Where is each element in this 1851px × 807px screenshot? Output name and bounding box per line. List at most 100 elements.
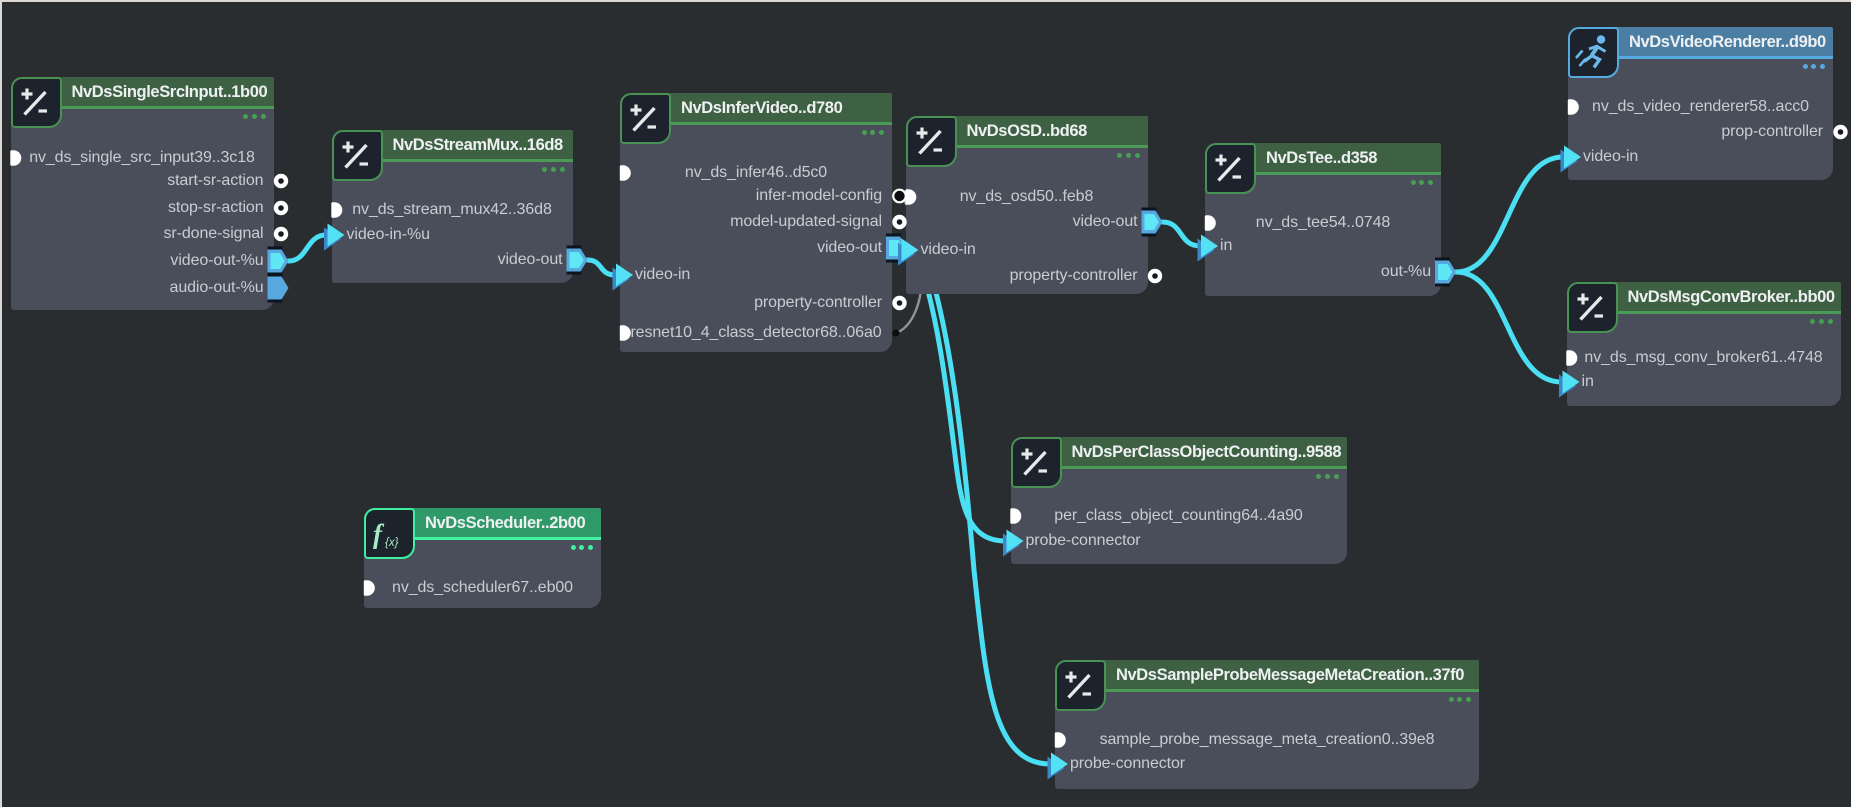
node-menu-dots[interactable]: [542, 167, 565, 172]
port-row-probe-connector: probe-connector: [1011, 528, 1347, 554]
node-nvds-single-src-input[interactable]: NvDsSingleSrcInput..1b00 nv_ds_single_sr…: [10, 77, 274, 310]
node-nvds-tee[interactable]: NvDsTee..d358 nv_ds_tee54..0748 in out-%…: [1205, 143, 1441, 296]
port-label: video-in-%u: [346, 226, 430, 243]
node-menu-dots[interactable]: [1810, 319, 1833, 324]
node-title: NvDsOSD..bd68: [966, 122, 1088, 140]
port-row-nv_ds_tee54..0748: nv_ds_tee54..0748: [1205, 210, 1441, 236]
svg-text:f: f: [373, 519, 385, 549]
port-row-infer-model-config: infer-model-config: [620, 183, 892, 209]
port-label: out-%u: [1380, 263, 1431, 280]
wire-single-src-video-out-to-stream-mux[interactable]: [286, 232, 329, 264]
signal-port-model-updated-signal[interactable]: [892, 214, 907, 230]
port-label: property-controller: [1009, 267, 1138, 284]
port-row-nv_ds_infer46..d5c0: nv_ds_infer46..d5c0: [620, 160, 892, 186]
port-row-video-out-%u: video-out-%u: [11, 248, 274, 274]
node-icon: [1566, 282, 1618, 333]
port-row-sr-done-signal: sr-done-signal: [11, 221, 274, 247]
node-menu-dots[interactable]: [1410, 180, 1433, 185]
port-row-video-in: video-in: [620, 262, 892, 288]
port-label: in: [1220, 237, 1233, 254]
signal-port-stop-sr-action[interactable]: [273, 200, 289, 216]
node-title: NvDsVideoRenderer..d9b0: [1629, 33, 1826, 51]
node-icon: f {x}: [364, 508, 415, 559]
plus-minus-icon: [630, 104, 656, 132]
node-menu-dots[interactable]: [1448, 697, 1471, 702]
port-row-video-out: video-out: [332, 247, 573, 273]
signal-port-prop-controller[interactable]: [1833, 124, 1848, 140]
wire-infer-video-out-to-osd-video-in[interactable]: [893, 245, 908, 253]
node-title: NvDsPerClassObjectCounting..9588: [1071, 443, 1342, 461]
plus-minus-icon: [1065, 671, 1091, 699]
plus-minus-icon: [1577, 293, 1603, 321]
signal-port-infer-model-config[interactable]: [892, 188, 907, 204]
port-row-stop-sr-action: stop-sr-action: [11, 195, 274, 221]
node-menu-dots[interactable]: [1117, 153, 1140, 158]
node-nvds-sample-probe-message-meta-creation[interactable]: NvDsSampleProbeMessageMetaCreation..37f0…: [1055, 660, 1479, 789]
signal-port-property-controller[interactable]: [892, 295, 907, 311]
node-nvds-infer-video[interactable]: NvDsInferVideo..d780 nv_ds_infer46..d5c0…: [620, 92, 892, 352]
node-menu-dots[interactable]: [1802, 64, 1825, 69]
port-row-probe-connector: probe-connector: [1055, 751, 1479, 777]
node-title: NvDsSampleProbeMessageMetaCreation..37f0: [1116, 666, 1465, 684]
port-label: video-out: [497, 251, 563, 268]
port-row-resnet10_4_class_detector68..06a0: resnet10_4_class_detector68..06a0: [620, 320, 892, 346]
port-row-property-controller: property-controller: [906, 263, 1148, 289]
plus-minus-icon: [1215, 154, 1241, 182]
port-row-in: in: [1567, 369, 1841, 395]
port-row-nv_ds_osd50..feb8: nv_ds_osd50..feb8: [906, 184, 1148, 210]
port-row-video-in-%u: video-in-%u: [332, 222, 573, 248]
port-row-audio-out-%u: audio-out-%u: [11, 275, 274, 301]
wire-tee-out-to-msg-conv-broker-in[interactable]: [1453, 269, 1564, 385]
port-label: nv_ds_tee54..0748: [1255, 214, 1391, 231]
node-icon: [620, 92, 671, 144]
node-icon: [331, 130, 383, 181]
plus-minus-icon: [916, 127, 942, 155]
port-label: nv_ds_single_src_input39..3c18: [29, 149, 255, 166]
node-nvds-video-renderer[interactable]: NvDsVideoRenderer..d9b0 nv_ds_video_rend…: [1568, 27, 1833, 180]
node-icon: [1010, 437, 1062, 488]
port-row-sample_probe_message_meta_creation0..39e8: sample_probe_message_meta_creation0..39e…: [1055, 727, 1479, 753]
node-menu-dots[interactable]: [861, 129, 884, 135]
port-label: nv_ds_scheduler67..eb00: [392, 579, 573, 596]
node-header[interactable]: NvDsSampleProbeMessageMetaCreation..37f0: [1055, 660, 1479, 692]
port-row-nv_ds_single_src_input39..3c18: nv_ds_single_src_input39..3c18: [11, 145, 274, 171]
node-menu-dots[interactable]: [1316, 474, 1339, 479]
plus-minus-icon: [1021, 448, 1047, 476]
port-label: video-out: [817, 239, 882, 256]
node-title: NvDsTee..d358: [1266, 149, 1377, 167]
port-label: nv_ds_msg_conv_broker61..4748: [1584, 349, 1823, 366]
port-label: video-in: [1583, 148, 1639, 165]
port-label: model-updated-signal: [730, 213, 882, 230]
node-menu-dots[interactable]: [570, 545, 593, 550]
port-row-nv_ds_msg_conv_broker61..4748: nv_ds_msg_conv_broker61..4748: [1567, 345, 1841, 371]
property-port-resnet10_4_class_detector68..06a0[interactable]: [892, 329, 900, 337]
wire-stream-mux-video-out-to-infer-video-in[interactable]: [585, 257, 618, 278]
node-nvds-msg-conv-broker[interactable]: NvDsMsgConvBroker..bb00 nv_ds_msg_conv_b…: [1566, 282, 1841, 406]
port-row-in: in: [1205, 233, 1441, 259]
port-label: audio-out-%u: [169, 279, 264, 296]
port-row-video-in: video-in: [1568, 144, 1833, 170]
port-row-start-sr-action: start-sr-action: [11, 168, 274, 194]
node-nvds-scheduler[interactable]: NvDsScheduler..2b00 f {x} nv_ds_schedule…: [364, 508, 601, 608]
port-label: infer-model-config: [755, 187, 882, 204]
wire-tee-out-to-video-renderer-video-in[interactable]: [1453, 154, 1566, 275]
node-title: NvDsSingleSrcInput..1b00: [71, 83, 268, 101]
port-label: video-in: [920, 241, 976, 258]
wire-osd-video-out-to-tee-in[interactable]: [1160, 219, 1203, 249]
signal-port-property-controller[interactable]: [1147, 268, 1163, 284]
function-icon: f {x}: [373, 519, 399, 549]
signal-port-sr-done-signal[interactable]: [273, 226, 289, 242]
node-nvds-osd[interactable]: NvDsOSD..bd68 nv_ds_osd50..feb8 video-ou…: [905, 116, 1148, 294]
port-row-prop-controller: prop-controller: [1568, 119, 1833, 145]
node-nvds-per-class-object-counting[interactable]: NvDsPerClassObjectCounting..9588 per_cla…: [1010, 437, 1347, 564]
wire-osd-video-in-probe-to-per-class-object-counting[interactable]: [913, 249, 1008, 544]
plus-minus-icon: [21, 88, 47, 116]
node-menu-dots[interactable]: [243, 114, 266, 119]
port-label: stop-sr-action: [167, 199, 264, 216]
signal-port-start-sr-action[interactable]: [273, 173, 289, 189]
node-icon: [1055, 660, 1106, 711]
node-nvds-stream-mux[interactable]: NvDsStreamMux..16d8 nv_ds_stream_mux42..…: [331, 130, 573, 283]
port-label: resnet10_4_class_detector68..06a0: [630, 324, 882, 341]
node-header[interactable]: NvDsPerClassObjectCounting..9588: [1010, 437, 1347, 469]
